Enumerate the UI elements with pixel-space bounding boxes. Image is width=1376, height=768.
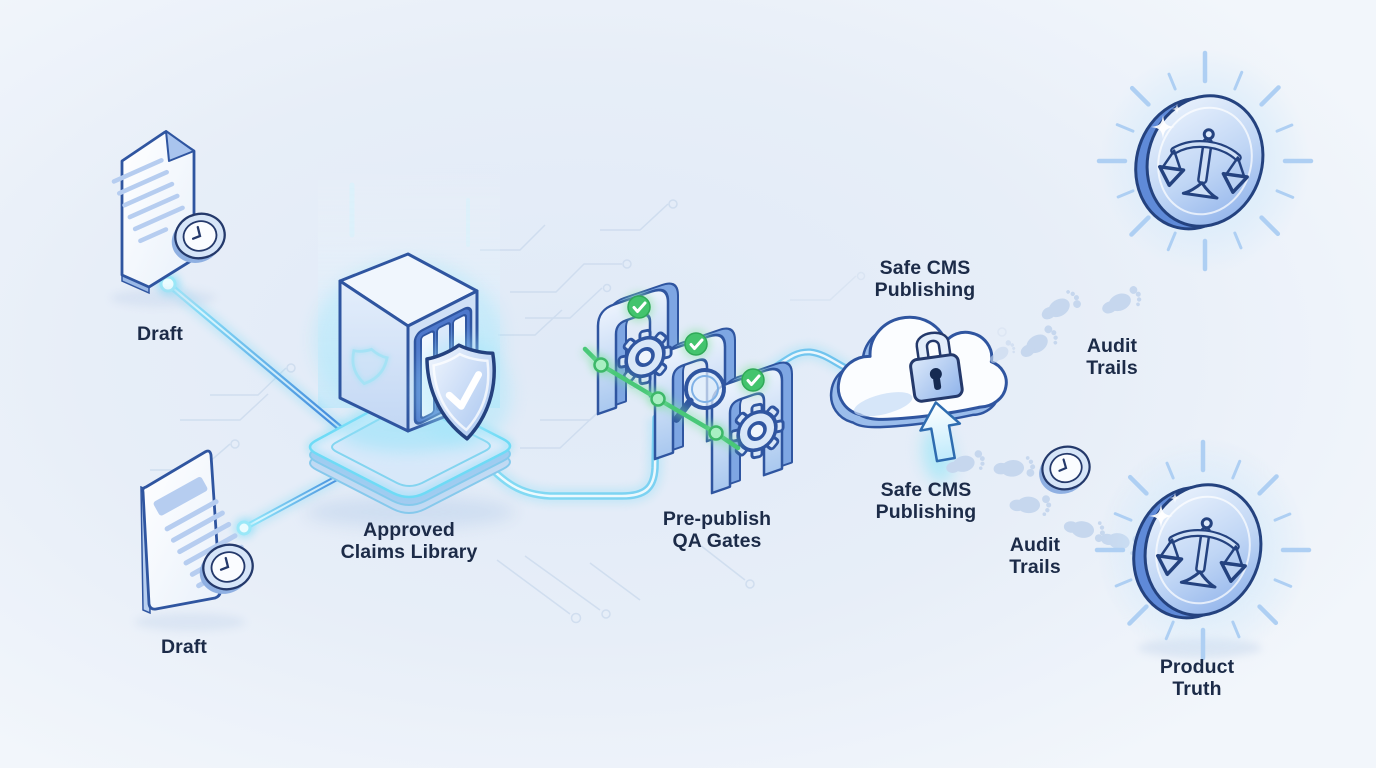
shield-outline-icon — [349, 345, 391, 388]
label-product-truth-line1: Product — [1159, 656, 1235, 678]
label-product-truth: Product Truth — [1137, 656, 1257, 700]
label-claims-library-line2: Claims Library — [340, 540, 478, 563]
label-cms-publishing-bottom: Safe CMS Publishing — [846, 479, 1006, 523]
label-draft-bottom: Draft — [160, 636, 207, 658]
green-progress-line — [580, 344, 742, 453]
progress-dot — [591, 355, 726, 443]
label-audit-bottom-line1: Audit — [1009, 534, 1061, 556]
upload-arrow-icon — [919, 401, 962, 484]
label-cms-publishing-top: Safe CMS Publishing — [845, 257, 1005, 301]
label-qa-gates-line1: Pre-publish — [662, 508, 772, 530]
shield-check-icon — [414, 337, 512, 447]
label-claims-library-line1: Approved — [363, 519, 455, 541]
check-circle-icon — [738, 365, 768, 395]
document-icon-top — [111, 130, 232, 307]
label-cms-bottom-line2: Publishing — [875, 500, 977, 523]
label-product-truth-line2: Truth — [1172, 677, 1222, 700]
label-qa-gates: Pre-publish QA Gates — [617, 508, 817, 552]
padlock-icon — [909, 331, 964, 403]
scales-coin-icon-bottom — [1097, 438, 1309, 662]
label-claims-library: Approved Claims Library — [289, 519, 529, 563]
flow-line-draft-bottom — [234, 467, 350, 538]
check-circle-icon — [681, 329, 711, 359]
label-qa-gates-line2: QA Gates — [672, 529, 762, 552]
document-icon-bottom — [135, 449, 260, 631]
cloud-icon — [829, 315, 1008, 484]
check-circle-icon — [624, 292, 654, 322]
scales-coin-icon-top — [1099, 49, 1311, 273]
label-cms-bottom-line1: Safe CMS — [880, 479, 972, 501]
label-audit-trails-top: Audit Trails — [1052, 335, 1172, 379]
clock-icon-audit — [1032, 440, 1097, 501]
label-audit-top-line2: Trails — [1086, 356, 1138, 379]
label-audit-bottom-line2: Trails — [1009, 555, 1061, 578]
label-draft-top: Draft — [136, 323, 183, 345]
claims-library-vault-icon — [305, 252, 515, 528]
label-audit-trails-bottom: Audit Trails — [975, 534, 1095, 578]
label-cms-top-line1: Safe CMS — [879, 257, 971, 279]
label-audit-top-line1: Audit — [1086, 335, 1138, 357]
label-cms-top-line2: Publishing — [874, 278, 976, 301]
